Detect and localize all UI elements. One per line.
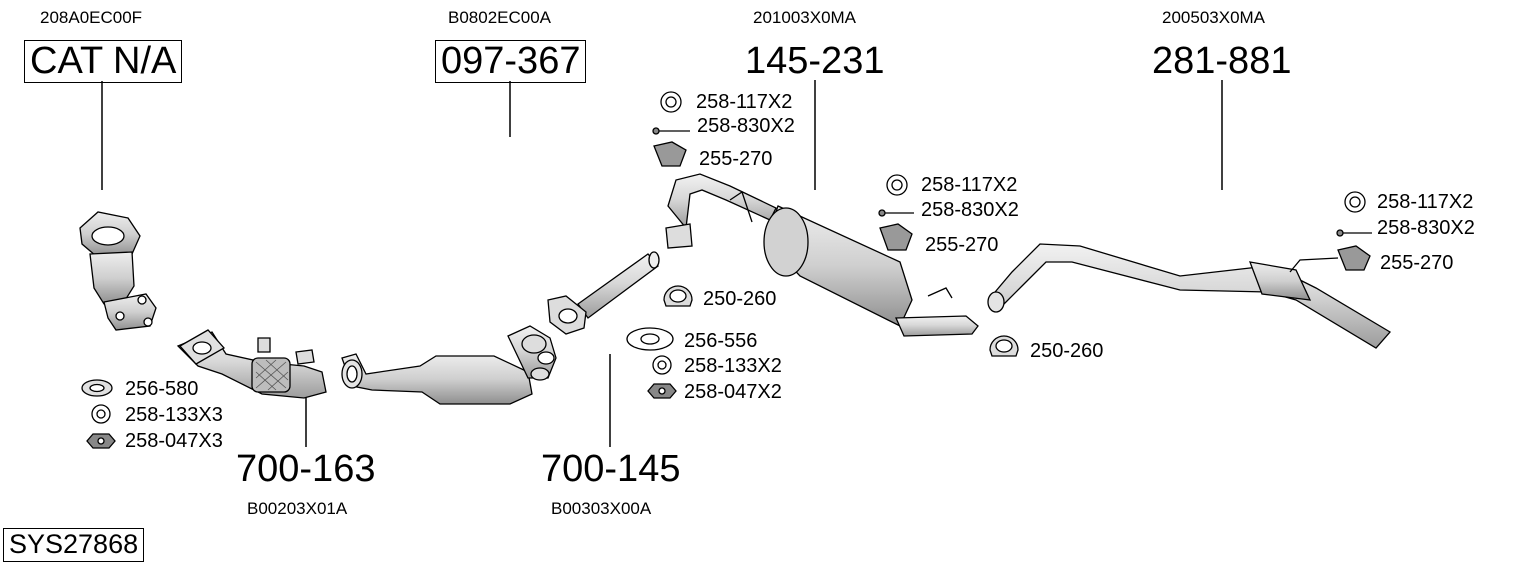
oem-number-700-163: B00203X01A [247,499,348,518]
front-pipe-fittings [81,379,116,449]
oem-number-145-231: 201003X0MA [753,8,857,27]
fitting-label-mid-bracket: 255-270 [699,148,773,170]
fitting-label-gasket: 256-580 [125,378,199,400]
clamp-icons [663,285,1019,357]
part-number-097-367: 097-367 [435,40,587,83]
part-number-700-163: 700-163 [236,448,376,490]
fitting-label-flange-gasket: 256-556 [684,330,758,352]
fitting-label-mid-clamp: 250-260 [703,288,777,310]
fitting-label-rear-ring: 258-117X2 [921,174,1018,196]
front-pipe-part [176,329,327,399]
mount-kit-icons [652,91,1372,271]
part-number-281-881: 281-881 [1152,40,1292,82]
oem-number-cat: 208A0EC00F [40,8,143,27]
catalytic-converter-part [79,211,157,331]
fitting-label-flange-nut: 258-047X2 [684,381,782,403]
part-number-cat: CAT N/A [24,40,183,83]
fitting-label-rear-clamp: 250-260 [1030,340,1104,362]
fitting-label-tail-bolt: 258-830X2 [1377,217,1475,239]
fitting-label-tail-bracket: 255-270 [1380,252,1454,274]
fitting-label-mid-ring: 258-117X2 [696,91,793,113]
dpf-section-part [341,325,557,405]
fitting-label-rear-bolt: 258-830X2 [921,199,1019,221]
fitting-label-rear-bracket: 255-270 [925,234,999,256]
mid-flange-fittings [626,327,677,399]
leader-lines [101,80,1223,447]
fitting-label-spring: 258-133X3 [125,404,223,426]
part-number-700-145: 700-145 [541,448,681,490]
fitting-label-flange-spring: 258-133X2 [684,355,782,377]
oem-number-281-881: 200503X0MA [1162,8,1266,27]
rear-pipe-part [987,243,1392,349]
oem-number-097-367: B0802EC00A [448,8,552,27]
connecting-pipe-part [547,251,660,335]
middle-silencer-part [665,173,979,337]
system-code: SYS27868 [3,528,145,562]
fitting-label-mid-bolt: 258-830X2 [697,115,795,137]
oem-number-700-145: B00303X00A [551,499,652,518]
part-number-145-231: 145-231 [745,40,885,82]
fitting-label-nut: 258-047X3 [125,430,223,452]
fitting-label-tail-ring: 258-117X2 [1377,191,1474,213]
